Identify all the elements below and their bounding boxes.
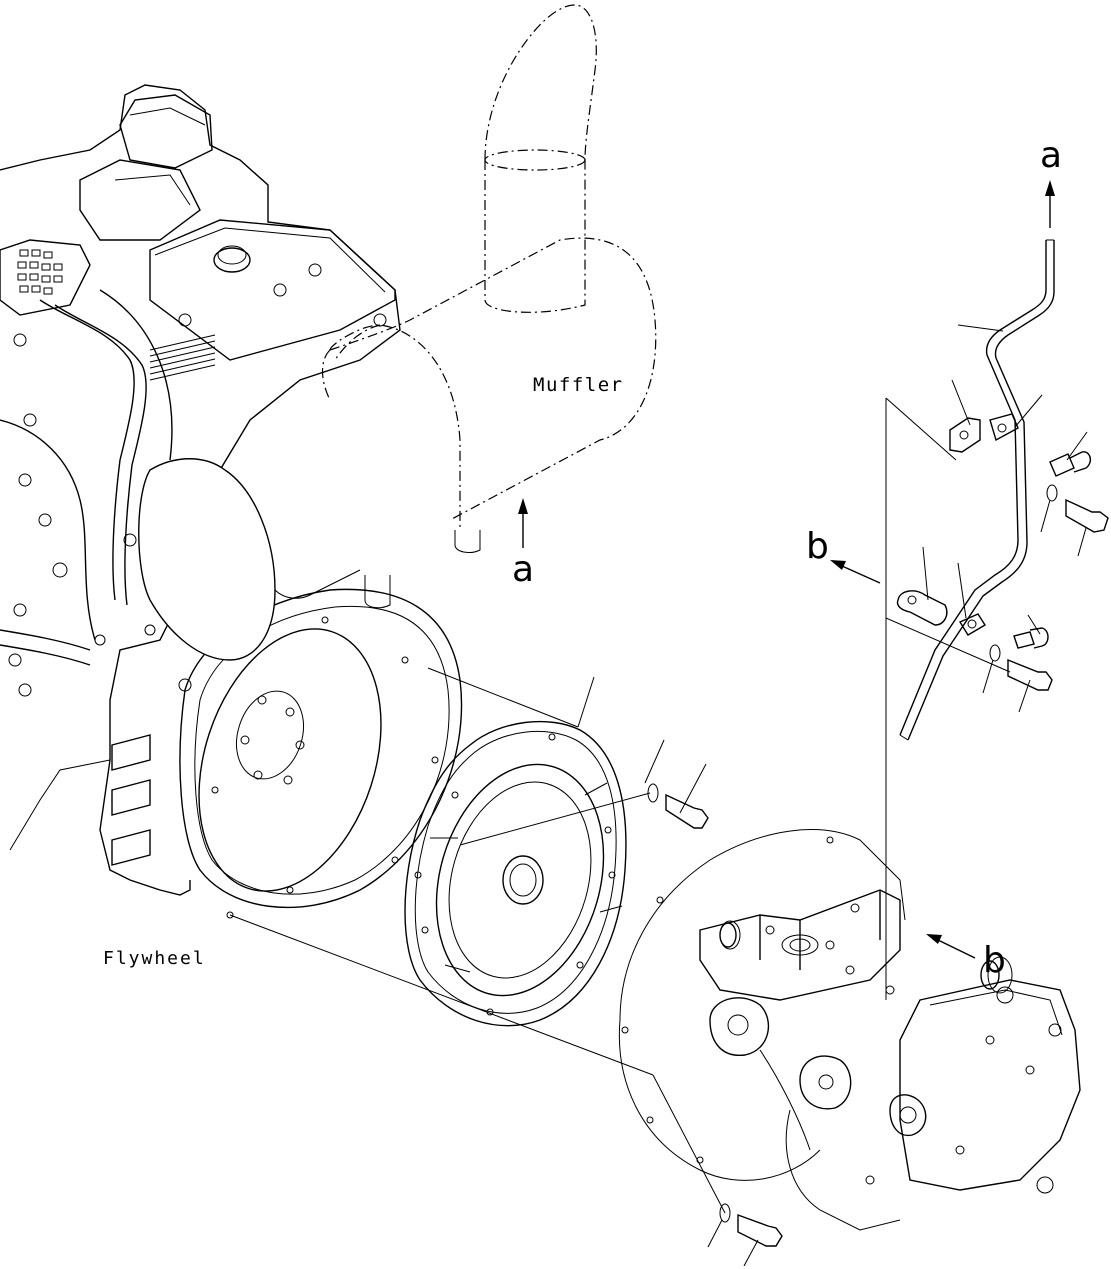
- flywheel-label: Flywheel: [103, 948, 206, 969]
- drain-tube: [899, 239, 1055, 741]
- damper-coupling: [404, 720, 627, 1027]
- arrow-b-right-label: b: [983, 940, 1006, 981]
- arrow-up-icon: [1045, 180, 1055, 228]
- arrow-a-bottom-label: a: [512, 549, 534, 590]
- arrow-left-icon: [926, 934, 976, 959]
- arrow-a-top-label: a: [1040, 135, 1062, 176]
- muffler-label: Muffler: [533, 374, 624, 396]
- clamps-bolts: [647, 413, 1109, 1247]
- arrow-left-icon: [830, 560, 881, 584]
- arrow-b-left-label: b: [806, 526, 829, 567]
- leader-lines: [229, 324, 1088, 1267]
- muffler: [138, 4, 657, 661]
- arrow-up-icon: [518, 498, 528, 548]
- engine-block: [0, 84, 401, 896]
- hydraulic-pump: [618, 829, 1081, 1231]
